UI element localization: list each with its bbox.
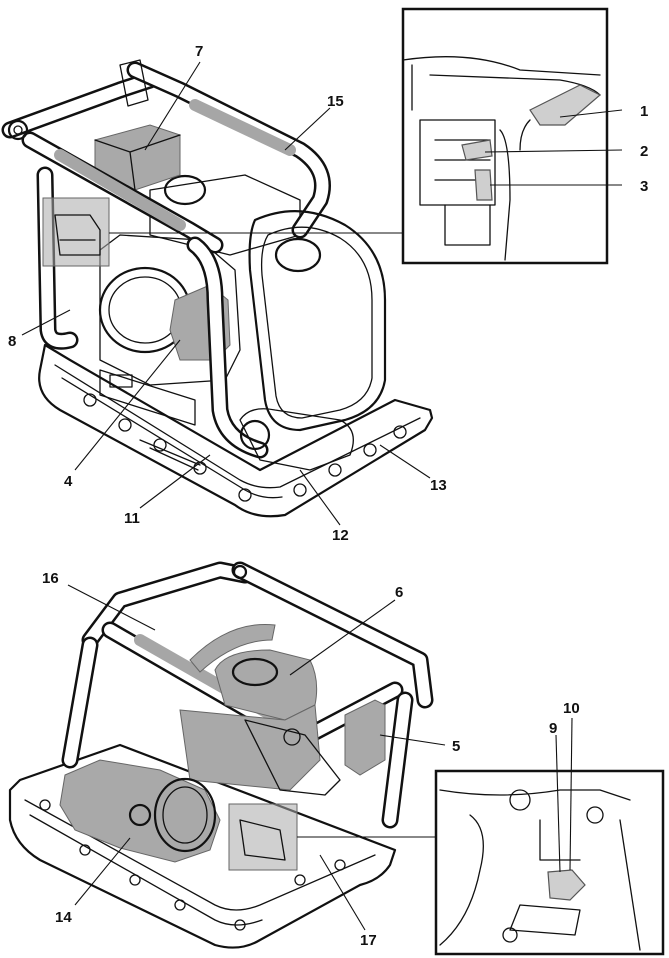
callout-13: 13 (430, 477, 447, 494)
callout-7: 7 (195, 43, 203, 60)
callout-11: 11 (124, 510, 140, 527)
belt-guard-14 (59, 759, 221, 863)
detail-inset-oil (434, 769, 665, 956)
engine-block (99, 234, 241, 386)
callout-labels: 1 2 3 4 5 6 7 8 9 10 11 12 13 14 15 16 1… (8, 43, 648, 949)
leader-lines (21, 61, 623, 931)
callout-2: 2 (640, 143, 648, 160)
lever-1 (529, 84, 602, 126)
callout-8: 8 (8, 333, 16, 350)
callout-15: 15 (327, 93, 344, 110)
callout-14: 14 (55, 909, 72, 926)
lever-3 (474, 169, 493, 201)
component-5 (344, 699, 386, 776)
base-plate-top (38, 343, 434, 518)
detail-source-box-top (42, 197, 110, 267)
callout-4: 4 (64, 473, 73, 490)
oil-plug-9 (547, 869, 586, 901)
front-shield (248, 210, 387, 432)
callout-3: 3 (640, 178, 648, 195)
engine-body-5-area (179, 704, 321, 791)
callout-9: 9 (549, 720, 557, 737)
detail-source-box-bottom (228, 803, 298, 871)
exciter-13 (239, 408, 354, 471)
callout-5: 5 (452, 738, 460, 755)
fuel-tank-6 (214, 649, 318, 721)
bottom-machine-view (8, 561, 436, 949)
lever-2 (461, 139, 493, 161)
detail-inset-throttle (401, 7, 609, 265)
callout-6: 6 (395, 584, 403, 601)
callout-1: 1 (640, 103, 648, 120)
base-plate-bottom (8, 743, 397, 949)
callout-16: 16 (42, 570, 59, 587)
callout-12: 12 (332, 527, 349, 544)
handle-frame (1, 59, 331, 459)
plate-bolts-bottom (39, 799, 346, 931)
callout-10: 10 (563, 700, 580, 717)
callout-17: 17 (360, 932, 377, 949)
top-machine-view (1, 59, 434, 518)
handle-grip (189, 623, 276, 673)
